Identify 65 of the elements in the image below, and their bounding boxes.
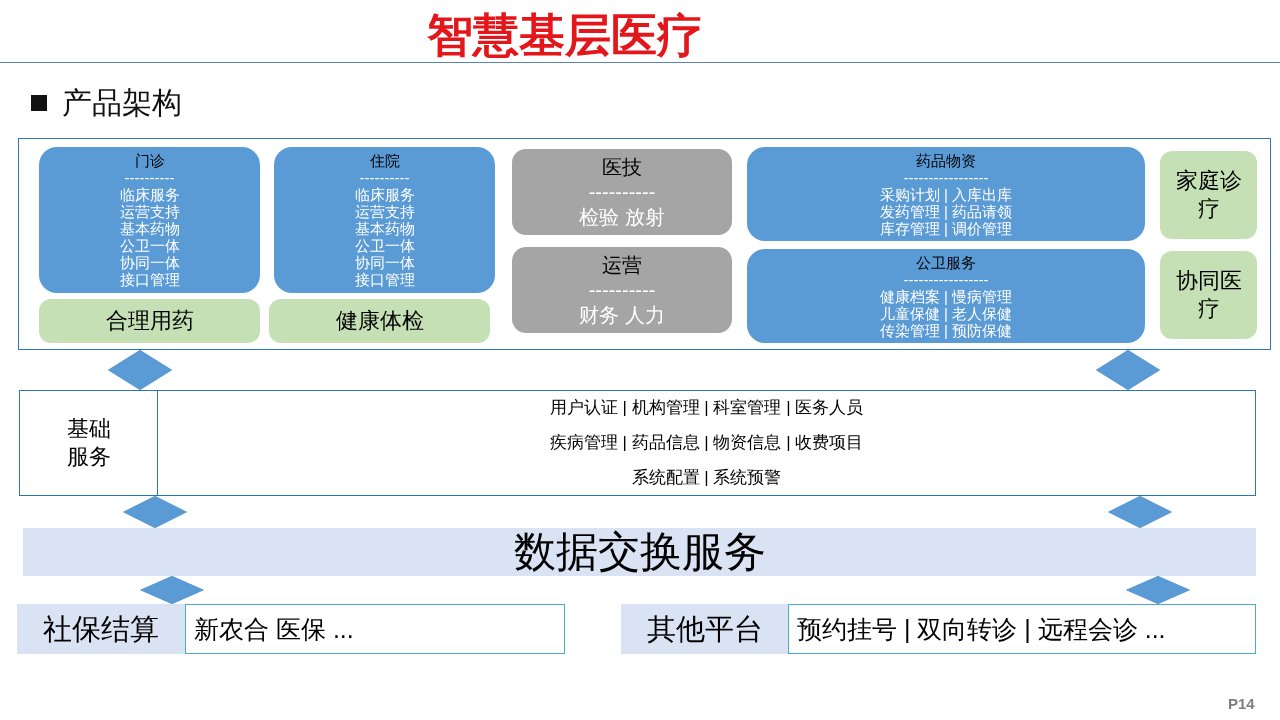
platform-band [17, 604, 185, 654]
module-title: 住院 [369, 152, 400, 169]
function-item: 运营支持 [119, 203, 180, 220]
function-item: 儿童保健 | 老人保健 [879, 304, 1013, 322]
module-card [747, 147, 1145, 241]
service-list: 用户认证 | 机构管理 | 科室管理 | 医务人员 [549, 397, 864, 420]
dashed-separator: ---------- [588, 179, 656, 205]
module-card [512, 149, 732, 235]
service-list: 疾病管理 | 药品信息 | 物资信息 | 收费项目 [549, 432, 864, 454]
section-heading: 产品架构 [62, 85, 182, 121]
function-item: 发药管理 | 药品请领 [879, 202, 1013, 220]
dashed-separator: ---------- [359, 169, 410, 186]
dashed-separator: ----------------- [903, 270, 989, 288]
slide-title: 智慧基层医疗 [427, 8, 703, 62]
module-card [512, 247, 732, 333]
module-title: 医技 [602, 154, 642, 180]
function-item: 协同一体 [119, 254, 180, 271]
function-item: 财务 人力 [579, 302, 665, 328]
module-title: 公卫服务 [916, 253, 976, 271]
band-title: 数据交换服务 [513, 528, 766, 576]
function-item: 库存管理 | 调价管理 [879, 219, 1013, 237]
layer-heading: 基础服务 [66, 415, 112, 471]
page-number: P14 [1228, 694, 1255, 714]
function-item: 公卫一体 [354, 237, 415, 254]
function-item: 基本药物 [119, 220, 180, 237]
feature-card [1160, 251, 1257, 339]
feature-card [39, 299, 260, 343]
function-item: 采购计划 | 入库出库 [879, 185, 1013, 203]
platform-name: 社保结算 [43, 612, 159, 646]
platform-items: 新农合 医保 ... [194, 614, 354, 644]
function-item: 临床服务 [354, 186, 415, 203]
dashed-separator: ----------------- [903, 168, 989, 186]
card-label: 家庭诊疗 [1174, 167, 1243, 223]
platform-detail-box [788, 604, 1256, 654]
function-item: 接口管理 [119, 271, 180, 288]
platform-band [621, 604, 788, 654]
module-card [747, 249, 1145, 343]
function-item: 运营支持 [354, 203, 415, 220]
card-label: 健康体检 [335, 307, 424, 335]
function-item: 检验 放射 [579, 204, 665, 230]
function-item: 协同一体 [354, 254, 415, 271]
feature-card [1160, 151, 1257, 239]
module-title: 药品物资 [916, 151, 976, 169]
service-list: 系统配置 | 系统预警 [631, 466, 782, 489]
module-title: 门诊 [134, 152, 165, 169]
platform-name: 其他平台 [646, 612, 763, 646]
function-item: 健康档案 | 慢病管理 [879, 287, 1013, 305]
function-item: 传染管理 | 预防保健 [879, 321, 1013, 339]
function-item: 接口管理 [354, 271, 415, 288]
module-title: 运营 [602, 252, 642, 278]
dashed-separator: ---------- [124, 169, 175, 186]
feature-card [269, 299, 490, 343]
dashed-separator: ---------- [588, 277, 656, 303]
application-layer-frame [18, 138, 1271, 350]
function-item: 临床服务 [119, 186, 180, 203]
card-label: 协同医疗 [1174, 267, 1243, 323]
base-service-panel [19, 390, 1256, 496]
data-exchange-band [23, 528, 1256, 576]
function-item: 基本药物 [354, 220, 415, 237]
platform-detail-box [185, 604, 565, 654]
module-card [39, 147, 260, 293]
card-label: 合理用药 [105, 307, 194, 335]
module-card [274, 147, 495, 293]
platform-items: 预约挂号 | 双向转诊 | 远程会诊 ... [797, 614, 1166, 644]
function-item: 公卫一体 [119, 237, 180, 254]
